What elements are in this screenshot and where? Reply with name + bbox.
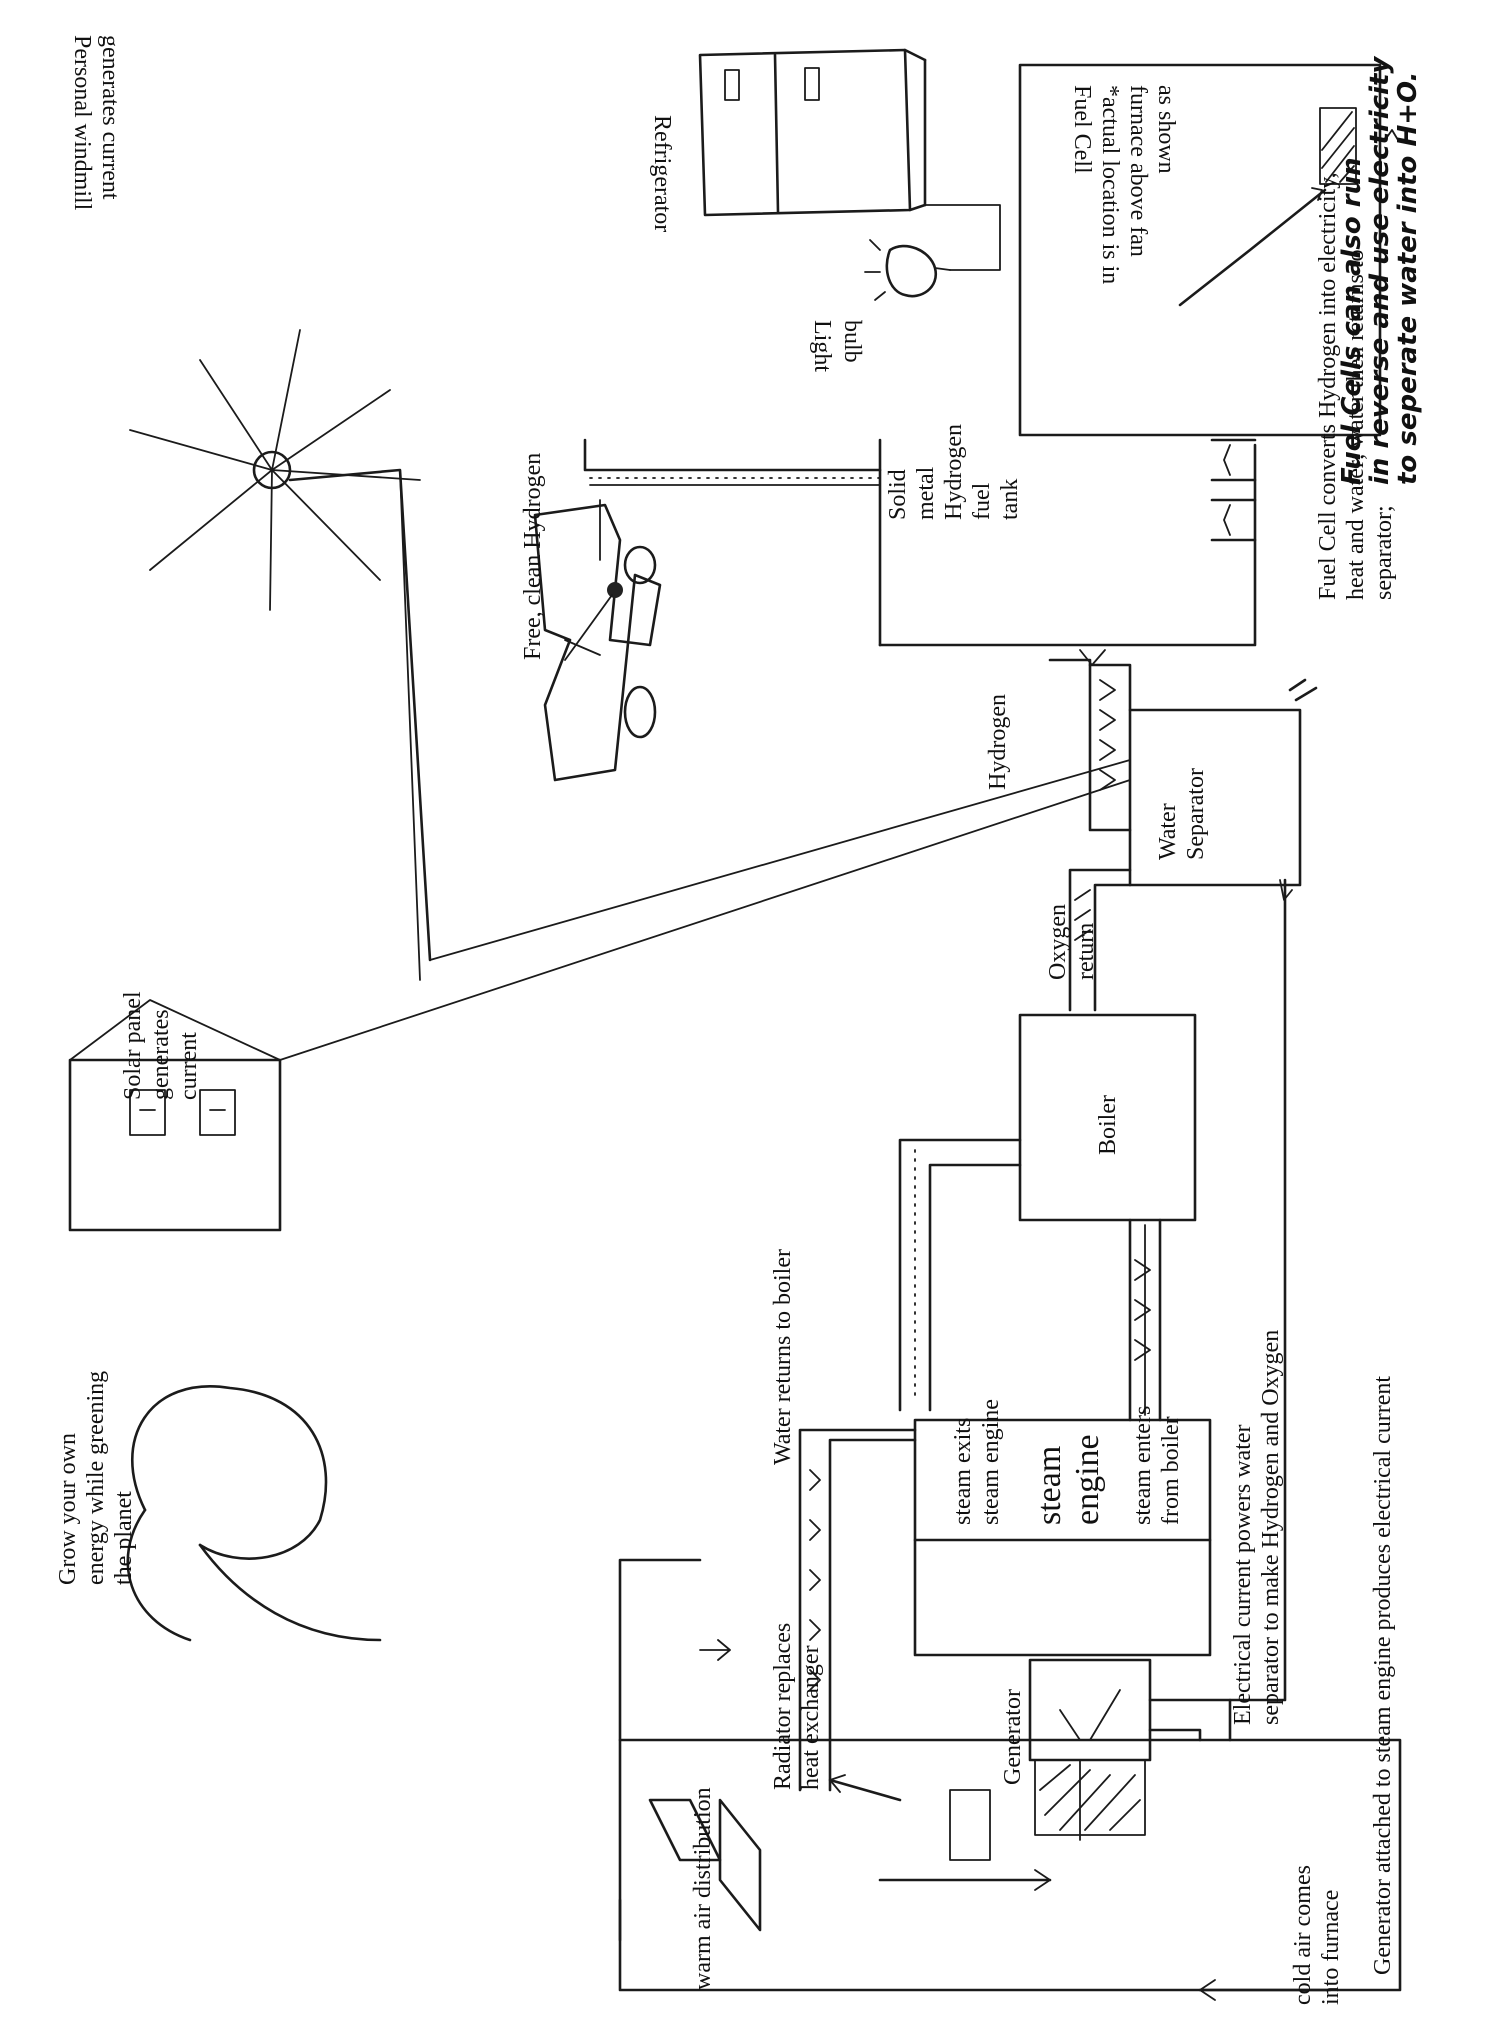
windmill-label: Personal windmill generates current — [69, 35, 123, 211]
oxygen-return-pipe — [1068, 868, 1132, 1012]
svg-text:generates: generates — [148, 1009, 174, 1100]
steam-enters-label: steam enters from boiler — [1130, 1406, 1184, 1525]
electrical-feed-line — [1228, 878, 1287, 1702]
power-wires — [279, 759, 1131, 1061]
svg-text:from boiler: from boiler — [1158, 1416, 1184, 1525]
light-bulb-drawing — [864, 204, 1001, 301]
svg-text:Hydrogen: Hydrogen — [985, 694, 1011, 790]
svg-text:heat exchanger: heat exchanger — [798, 1645, 824, 1790]
cold-air-arrow — [1198, 1979, 1332, 2001]
tree-label: Grow your own energy while greening the … — [55, 1371, 137, 1585]
fuel-cell-label: Fuel Cell *actual location is in furnace… — [1069, 85, 1179, 284]
svg-text:Solar panel: Solar panel — [120, 991, 146, 1100]
hydrogen-tank-label: Solid metal Hydrogen fuel tank — [885, 424, 1023, 520]
svg-text:into furnace: into furnace — [1318, 1890, 1344, 2005]
steam-engine-box — [913, 1418, 1212, 1657]
electrical-current-label: Electrical current powers water separato… — [1230, 1330, 1284, 1725]
svg-text:in reverse and use electricity: in reverse and use electricity — [1365, 56, 1395, 485]
fuel-cell-note: Fuel Cell converts Hydrogen into electri… — [1315, 172, 1397, 600]
svg-text:*actual location is in: *actual location is in — [1097, 85, 1123, 284]
svg-text:as shown: as shown — [1153, 85, 1179, 174]
warm-air-duct — [618, 1558, 731, 1942]
svg-text:Fuel Cell: Fuel Cell — [1069, 85, 1095, 174]
svg-text:metal: metal — [913, 466, 939, 520]
steam-air-pipe — [798, 1428, 917, 1792]
solar-label: Solar panel generates current — [120, 991, 202, 1100]
svg-text:Fuel Cells can also run: Fuel Cells can also run — [1337, 157, 1367, 485]
oxygen-return-label: Oxygen return — [1045, 904, 1099, 980]
svg-text:warm air distribution: warm air distribution — [690, 1787, 716, 1990]
svg-text:Generator: Generator — [1000, 1689, 1026, 1785]
boiler-label: Boiler — [1095, 1095, 1121, 1155]
hydrogen-tank-drawing — [583, 438, 1257, 647]
svg-text:steam enters: steam enters — [1130, 1406, 1156, 1525]
water-separator-box — [1048, 649, 1318, 901]
free-hydrogen-label: Free, clean Hydrogen — [520, 453, 546, 660]
car-drawing — [533, 503, 662, 782]
fuel-cell-box — [1018, 63, 1399, 437]
refrigerator-drawing — [698, 48, 927, 217]
svg-text:Radiator replaces: Radiator replaces — [770, 1623, 796, 1790]
hydrogen-label: Hydrogen — [985, 694, 1011, 790]
fuel-cell-handwritten-note: Fuel Cells can also run in reverse and u… — [1337, 56, 1423, 485]
cold-air-label: cold air comes into furnace — [1290, 1865, 1344, 2005]
svg-text:Water: Water — [1155, 803, 1181, 860]
furnace-drawing — [618, 1738, 1402, 1992]
svg-text:engine: engine — [1069, 1434, 1106, 1525]
svg-text:Grow your own: Grow your own — [55, 1433, 81, 1585]
fuel-cell-pipe — [1210, 438, 1257, 542]
radiator-arrow — [828, 1774, 902, 1802]
windmill-drawing — [129, 329, 432, 981]
svg-text:separator;: separator; — [1371, 505, 1397, 600]
svg-text:Boiler: Boiler — [1095, 1095, 1121, 1155]
light-bulb-label: Light bulb — [809, 320, 865, 372]
svg-text:Water returns to boiler: Water returns to boiler — [770, 1249, 796, 1465]
svg-text:Generator attached to steam en: Generator attached to steam engine produ… — [1370, 1376, 1396, 1975]
water-returns-label: Water returns to boiler — [770, 1249, 796, 1465]
svg-text:steam: steam — [1031, 1446, 1068, 1525]
warm-air-label: warm air distribution — [690, 1787, 716, 1990]
svg-text:cold air comes: cold air comes — [1290, 1865, 1316, 2005]
svg-text:Separator: Separator — [1183, 768, 1209, 860]
svg-text:bulb: bulb — [839, 320, 865, 363]
svg-text:current: current — [176, 1032, 202, 1100]
svg-text:Light: Light — [809, 320, 835, 372]
svg-text:to seperate water into H+O.: to seperate water into H+O. — [1393, 72, 1423, 485]
water-separator-label: Water Separator — [1155, 768, 1209, 860]
steam-exits-label: steam exits steam engine — [950, 1399, 1004, 1525]
svg-text:steam exits: steam exits — [950, 1418, 976, 1525]
svg-text:Personal windmill: Personal windmill — [69, 35, 95, 211]
svg-text:fuel: fuel — [969, 482, 995, 520]
refrigerator-label: Refrigerator — [649, 115, 675, 232]
svg-text:return: return — [1073, 923, 1099, 980]
boiler-steam-pipe — [1128, 1218, 1162, 1422]
svg-text:Free, clean Hydrogen: Free, clean Hydrogen — [520, 453, 546, 660]
solar-house-drawing — [68, 999, 282, 1232]
svg-text:furnace above fan: furnace above fan — [1125, 85, 1151, 257]
boiler-box — [1018, 1013, 1197, 1222]
svg-text:steam engine: steam engine — [978, 1399, 1004, 1525]
tree-drawing — [126, 1385, 382, 1642]
generator-note-label: Generator attached to steam engine produ… — [1370, 1376, 1396, 1975]
svg-text:Hydrogen: Hydrogen — [941, 424, 967, 520]
generator-label: Generator — [1000, 1689, 1026, 1785]
water-return-pipe — [898, 1138, 1022, 1412]
svg-text:heat and water; water then ret: heat and water; water then returns to — [1343, 249, 1369, 600]
radiator-label: Radiator replaces heat exchanger — [770, 1623, 824, 1790]
svg-text:tank: tank — [997, 479, 1023, 520]
svg-text:energy while greening: energy while greening — [83, 1371, 109, 1585]
steam-engine-label: steam engine — [1031, 1434, 1106, 1525]
svg-text:Electrical current powers wate: Electrical current powers water — [1230, 1424, 1256, 1725]
svg-text:separator to make Hydrogen and: separator to make Hydrogen and Oxygen — [1258, 1330, 1284, 1725]
svg-text:the planet: the planet — [111, 1491, 137, 1585]
svg-text:Solid: Solid — [885, 469, 911, 520]
generator-box — [1028, 1658, 1232, 1762]
svg-text:generates current: generates current — [97, 35, 123, 200]
svg-text:Oxygen: Oxygen — [1045, 904, 1071, 980]
svg-text:Fuel Cell converts Hydrogen in: Fuel Cell converts Hydrogen into electri… — [1315, 172, 1341, 600]
svg-text:Refrigerator: Refrigerator — [649, 115, 675, 232]
